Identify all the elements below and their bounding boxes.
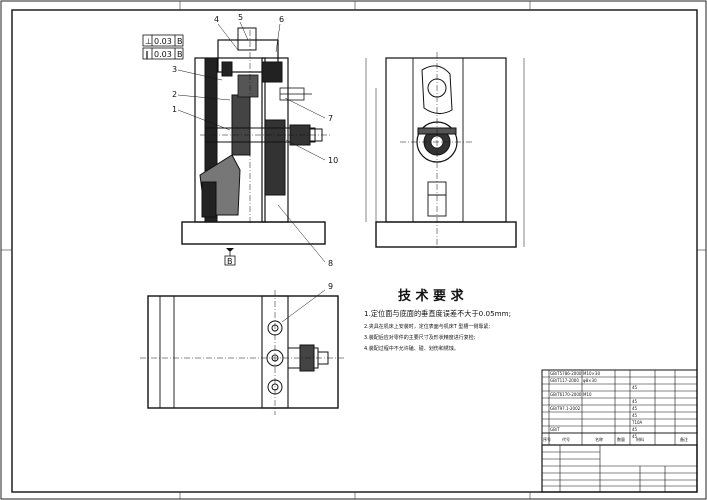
svg-text:45: 45	[632, 406, 638, 411]
svg-text:M10×30: M10×30	[583, 371, 600, 376]
svg-text:代号: 代号	[562, 436, 570, 442]
svg-text:数量: 数量	[617, 436, 625, 442]
perpendicularity-symbol: ⊥	[145, 37, 152, 46]
svg-text:GB/T5786-2000: GB/T5786-2000	[550, 371, 582, 376]
side-view	[365, 52, 525, 250]
balloon-1: 1	[172, 105, 177, 114]
title-block	[541, 444, 698, 493]
svg-text:45: 45	[632, 385, 638, 390]
balloon-3: 3	[172, 65, 177, 74]
balloon-9: 9	[328, 282, 333, 291]
svg-text:45: 45	[632, 399, 638, 404]
datum-marker: B	[224, 248, 236, 266]
tolerance-value: 0.03	[154, 50, 172, 59]
front-labels	[177, 21, 326, 263]
svg-text:45: 45	[632, 413, 638, 418]
parallelism-symbol: ∥	[145, 50, 149, 59]
svg-text:45: 45	[632, 427, 638, 432]
svg-text:GB/T97.1-2002: GB/T97.1-2002	[550, 406, 581, 411]
balloon-7: 7	[328, 114, 333, 123]
svg-text:GB/T117-2000: GB/T117-2000	[550, 378, 579, 383]
bom-rows: GB/T5786-2000 M10×30 GB/T117-2000 φ8×30 …	[550, 371, 643, 439]
tech-req-item-3: 3.装配后应对零件的主要尺寸及形状精度进行复检;	[364, 334, 476, 341]
datum-letter: B	[227, 257, 233, 266]
balloon-10: 10	[328, 156, 338, 165]
svg-text:名称: 名称	[595, 436, 603, 442]
svg-text:T10A: T10A	[631, 420, 643, 425]
svg-text:GB/T6170-2000: GB/T6170-2000	[550, 392, 582, 397]
tech-req-title: 技 术 要 求	[398, 288, 465, 304]
tolerance-frame-parallel: ∥ 0.03 B	[142, 47, 184, 60]
tech-req-item-2: 2.夹具在机床上安装时，定位表面与机床T 型槽一侧靠紧;	[364, 323, 490, 330]
leader-9	[281, 289, 326, 323]
tech-req-item-4: 4.装配过程中不允许磕、碰、划伤和锈蚀。	[364, 345, 459, 352]
bom-header: 序号 代号 名称 数量 材料 备注	[541, 432, 698, 446]
balloon-6: 6	[279, 15, 284, 24]
top-view	[140, 290, 345, 415]
svg-text:φ8×30: φ8×30	[583, 378, 597, 383]
balloon-4: 4	[214, 15, 219, 24]
balloon-2: 2	[172, 90, 177, 99]
tech-req-item-1: 1.定位面与底面的垂直度误差不大于0.05mm;	[364, 309, 511, 318]
svg-text:45: 45	[632, 434, 638, 439]
tolerance-value: 0.03	[154, 37, 172, 46]
svg-text:GB/T: GB/T	[550, 427, 560, 432]
balloon-8: 8	[328, 259, 333, 268]
tolerance-frame-perpendicular: ⊥ 0.03 B	[142, 34, 184, 47]
svg-text:备注: 备注	[680, 436, 688, 442]
datum-ref: B	[177, 37, 183, 46]
front-view	[181, 27, 330, 245]
balloon-5: 5	[238, 13, 243, 22]
datum-ref: B	[177, 50, 183, 59]
svg-text:材料: 材料	[636, 436, 644, 442]
svg-text:序号: 序号	[543, 436, 551, 442]
inner-border	[11, 9, 698, 493]
svg-text:M10: M10	[583, 392, 592, 397]
